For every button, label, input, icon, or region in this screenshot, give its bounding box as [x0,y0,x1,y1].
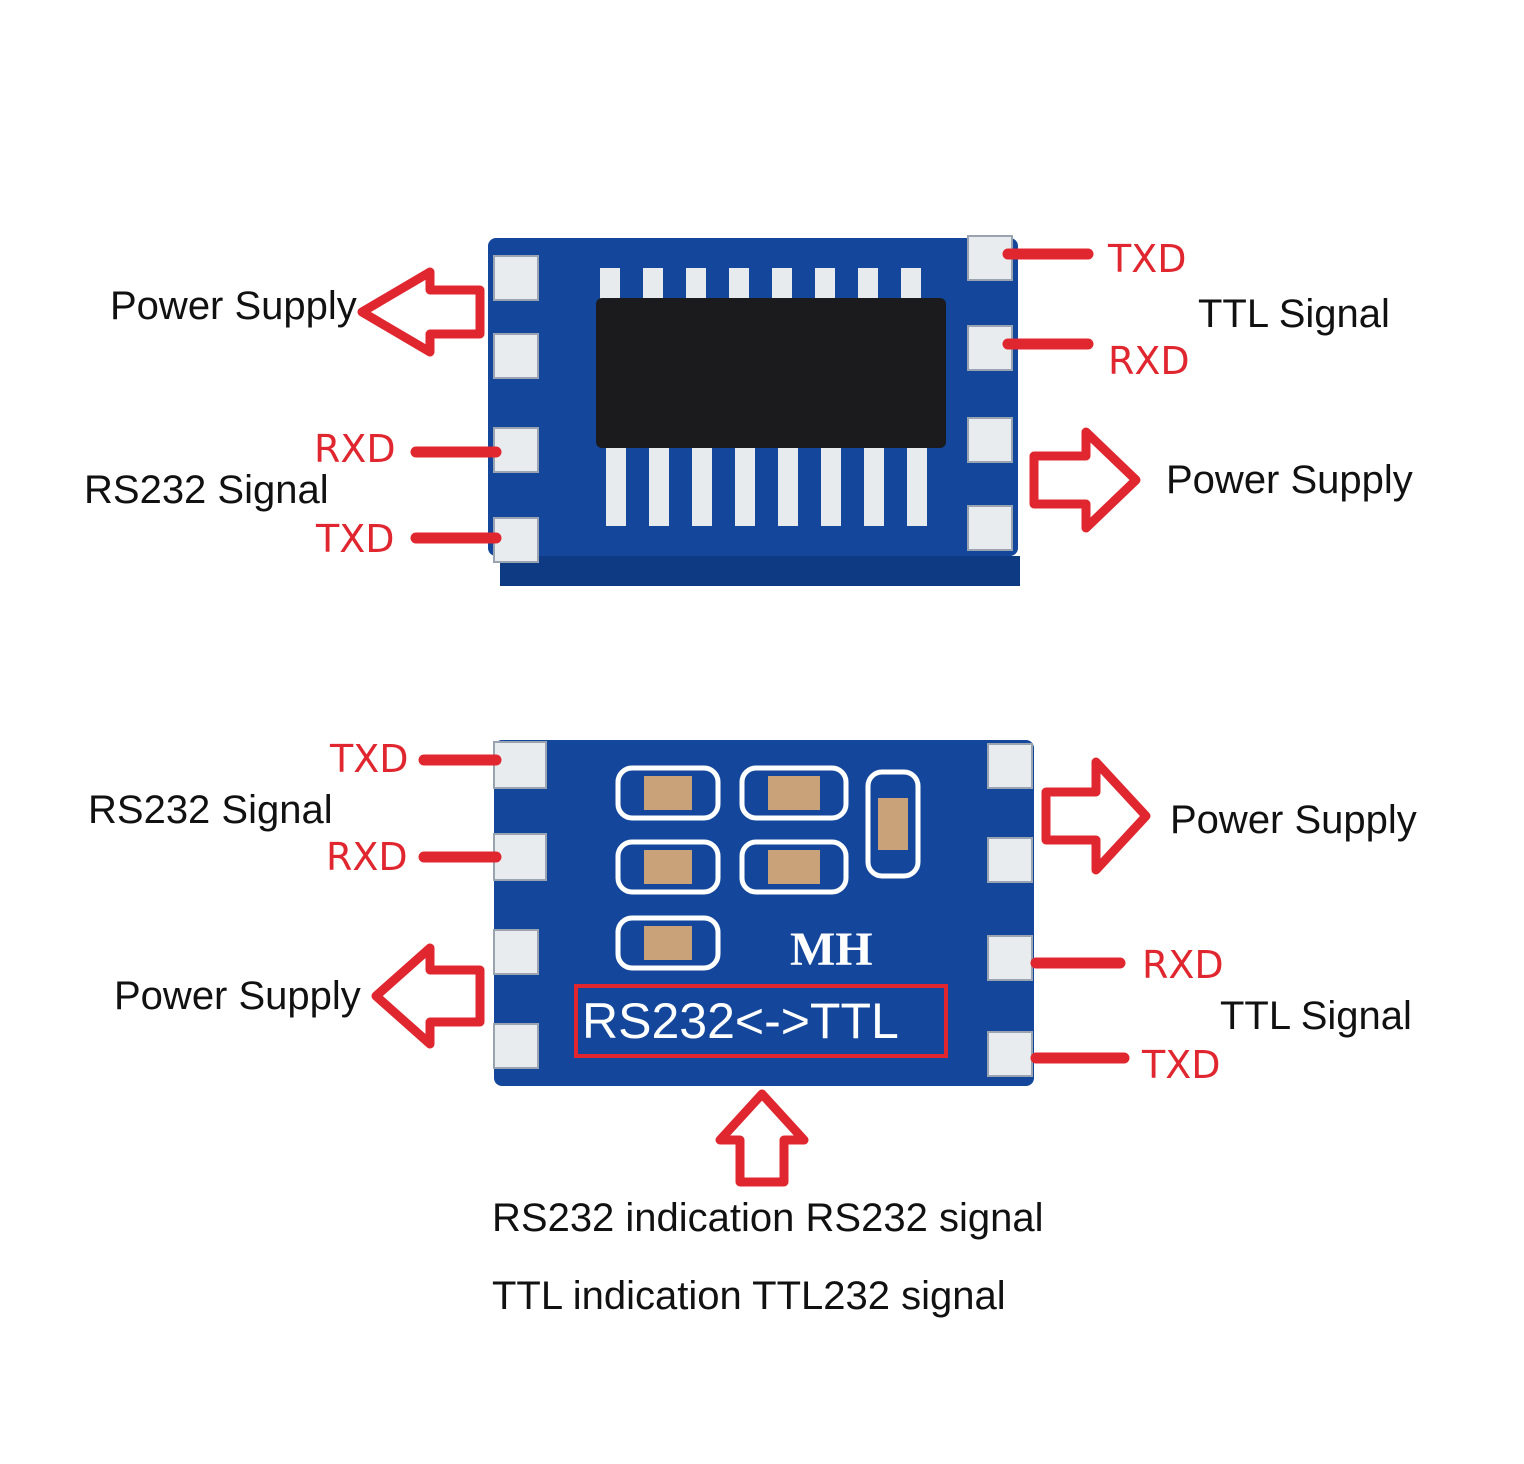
bottom-rs232-signal-label: RS232 Signal [88,788,333,832]
capacitor-6 [865,769,921,879]
top-pad-left-4 [493,517,539,563]
chip-leg-lower [907,446,927,526]
bottom-power-left-label: Power Supply [114,974,361,1018]
bottom-pad-left-3 [493,929,539,975]
top-power-right-label: Power Supply [1166,458,1413,502]
note-ttl-indication: TTL indication TTL232 signal [492,1274,1006,1318]
bottom-pad-left-4 [493,1023,539,1069]
smd-capacitors [615,765,921,971]
bottom-pad-left-1 [493,741,547,789]
capacitor-2 [739,765,849,821]
top-power-left-label: Power Supply [110,284,357,328]
top-module-board [488,235,1020,586]
top-pad-left-1 [493,255,539,301]
chip-leg-upper [901,268,921,304]
bottom-pad-right-1 [987,743,1033,789]
chip-leg-upper [815,268,835,304]
bottom-pad-left-2 [493,833,547,881]
chip-leg-lower [735,446,755,526]
chip-leg-upper [858,268,878,304]
top-rs232-txd-label: TXD [316,517,395,561]
chip-leg-lower [821,446,841,526]
bottom-rs232-txd-label: TXD [330,737,409,781]
top-ttl-rxd-label: RXD [1108,339,1190,383]
chip-leg-upper [643,268,663,304]
bottom-power-left-arrow [371,943,485,1049]
top-pad-right-3 [967,417,1013,463]
top-ttl-signal-label: TTL Signal [1198,292,1390,336]
bottom-ttl-txd-label: TXD [1142,1043,1221,1087]
chip-leg-upper [729,268,749,304]
bottom-ttl-rxd-label: RXD [1142,943,1224,987]
chip-leg-lower [649,446,669,526]
note-rs232-indication: RS232 indication RS232 signal [492,1196,1044,1240]
chip-leg-lower [692,446,712,526]
bottom-pad-right-4 [987,1031,1033,1077]
bottom-module-board [493,740,1034,1086]
top-rs232-rxd-label: RXD [314,427,396,471]
top-pcb-edge [500,556,1020,586]
bottom-arrows [371,754,1151,1187]
top-pad-left-2 [493,333,539,379]
bottom-indicator-up-arrow [715,1089,809,1187]
top-pad-right-4 [967,505,1013,551]
capacitor-4 [739,839,849,895]
bottom-pad-right-3 [987,935,1033,981]
top-power-left-arrow [357,267,485,357]
max232-chip [596,298,946,448]
top-chip-legs-lower [606,446,927,526]
chip-leg-lower [864,446,884,526]
capacitor-3 [615,839,721,895]
capacitor-1 [615,765,721,821]
chip-leg-lower [606,446,626,526]
bottom-power-right-label: Power Supply [1170,798,1417,842]
chip-leg-lower [778,446,798,526]
chip-leg-upper [686,268,706,304]
bottom-pad-right-2 [987,837,1033,883]
bottom-ttl-signal-label: TTL Signal [1220,994,1412,1038]
bottom-rs232-rxd-label: RXD [326,835,408,879]
silkscreen-rs232-ttl: RS232<->TTL [582,993,899,1049]
chip-leg-upper [772,268,792,304]
silkscreen-logo: MH [790,923,873,976]
top-ttl-txd-label: TXD [1108,237,1187,281]
chip-leg-upper [600,268,620,304]
bottom-power-right-arrow [1041,757,1151,875]
top-pad-left-3 [493,427,539,473]
top-rs232-signal-label: RS232 Signal [84,468,329,512]
silkscreen-highlight-box [574,984,948,1058]
capacitor-5 [615,915,721,971]
top-power-right-arrow [1029,427,1141,533]
top-arrows [357,248,1141,544]
top-chip-legs-upper [600,268,921,304]
